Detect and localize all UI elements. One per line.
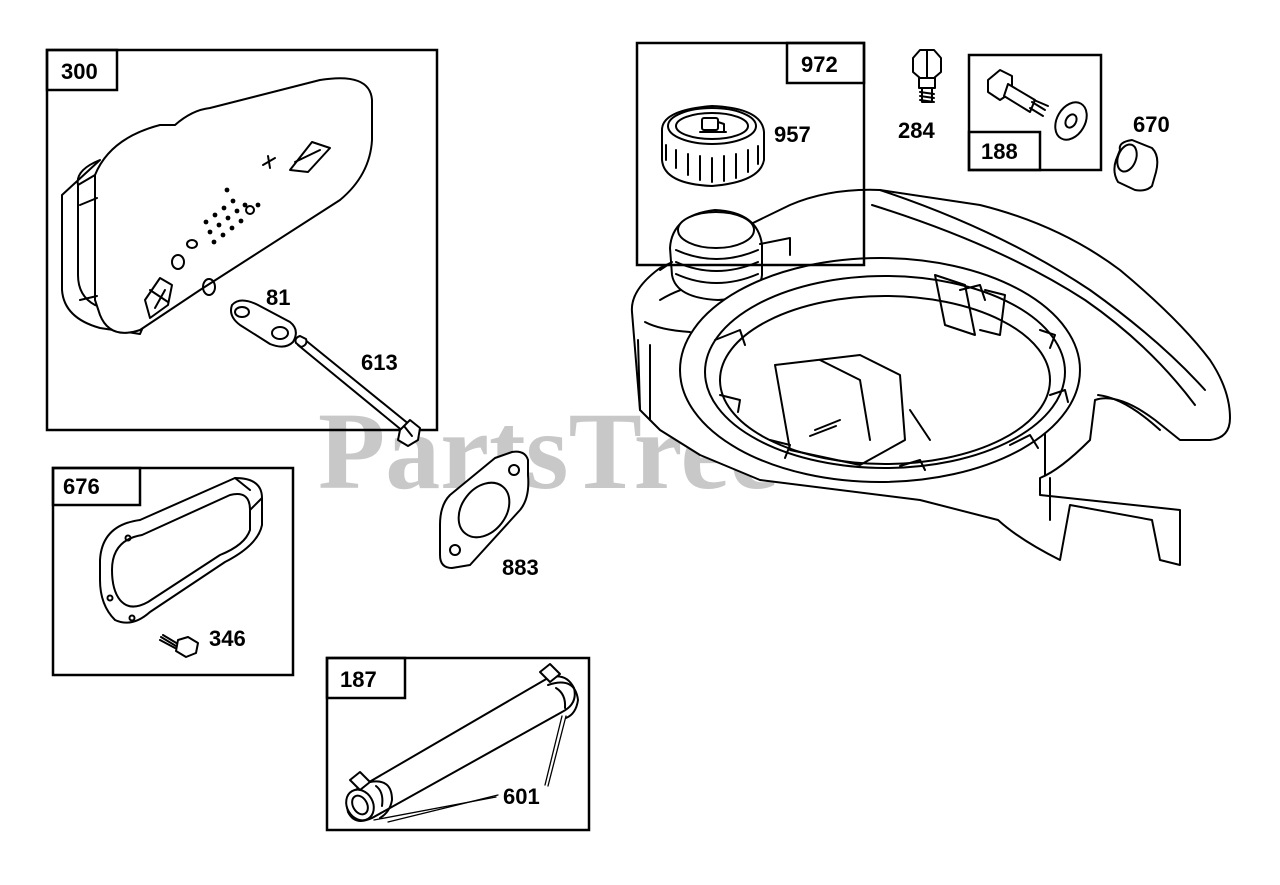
part-957-label[interactable]: 957	[774, 122, 811, 147]
part-601-clamps[interactable]: 601	[373, 715, 567, 823]
part-670-label[interactable]: 670	[1133, 112, 1170, 137]
kit-187-box: 187	[325, 656, 591, 832]
part-613-label[interactable]: 613	[361, 350, 398, 375]
kit-676-box: 676	[51, 466, 295, 677]
part-346-screw[interactable]: 346	[159, 626, 246, 658]
part-613-bolt[interactable]: 613	[294, 335, 421, 447]
part-81-washer[interactable]: 81	[230, 285, 297, 348]
part-601-label[interactable]: 601	[503, 784, 540, 809]
kit-188-box: 188	[967, 53, 1103, 172]
part-284-label[interactable]: 284	[898, 118, 935, 143]
muffler-part[interactable]	[61, 77, 373, 335]
kit-188-label[interactable]: 188	[981, 139, 1018, 164]
kit-187-label[interactable]: 187	[340, 667, 377, 692]
muffler-guard-part[interactable]	[99, 477, 263, 624]
kit-300-label[interactable]: 300	[61, 59, 98, 84]
kit-300-box: 300	[45, 48, 439, 432]
kit-972-label[interactable]: 972	[801, 52, 838, 77]
part-346-label[interactable]: 346	[209, 626, 246, 651]
part-284-screw[interactable]: 284	[898, 49, 942, 143]
tube-part[interactable]	[341, 663, 579, 825]
kit-972-box: 972	[635, 41, 866, 267]
part-670-bushing[interactable]: 670	[1113, 112, 1170, 192]
fuel-tank-housing-part[interactable]	[630, 188, 1231, 566]
part-883-gasket[interactable]: 883	[439, 450, 539, 580]
part-883-label[interactable]: 883	[502, 555, 539, 580]
part-188-bolt-washer[interactable]	[987, 69, 1093, 145]
kit-676-label[interactable]: 676	[63, 474, 100, 499]
part-957-fuel-cap[interactable]: 957	[661, 105, 811, 187]
part-81-label[interactable]: 81	[266, 285, 290, 310]
